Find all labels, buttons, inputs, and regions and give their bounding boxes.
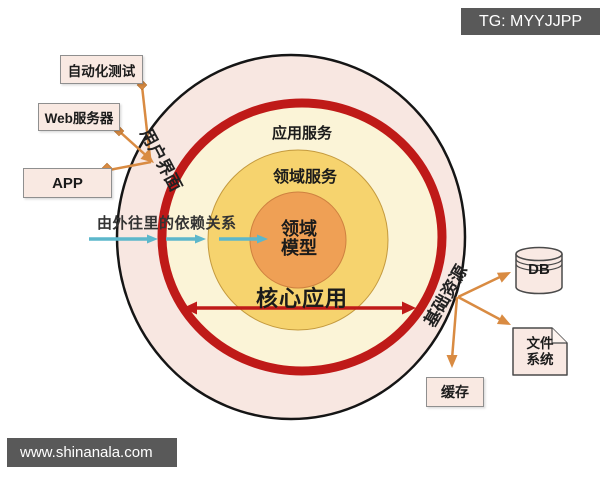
database-cylinder-icon xyxy=(515,246,563,295)
file-system-arrow-head xyxy=(496,314,511,325)
node-automated-testing: 自动化测试 xyxy=(60,55,143,84)
cache-arrow-head xyxy=(446,355,458,368)
telegram-watermark-banner: TG: MYYJJPP xyxy=(461,8,600,35)
dependency-direction-label: 由外往里的依赖关系 xyxy=(97,215,237,232)
core-application-label: 核心应用 xyxy=(255,286,348,311)
domain-model-label: 领域 模型 xyxy=(259,220,339,258)
node-web-server: Web服务器 xyxy=(38,103,120,131)
arrow-left-head xyxy=(183,301,197,315)
file-system-label-line2: 系统 xyxy=(526,351,554,367)
dependency-arrows xyxy=(89,234,268,244)
core-span-arrow xyxy=(183,301,416,315)
telegram-watermark-text: TG: MYYJJPP xyxy=(478,12,583,30)
domain-model-label-line2: 模型 xyxy=(281,238,317,258)
domain-services-label: 领域服务 xyxy=(272,169,337,186)
dependency-arrow-head-1 xyxy=(147,234,158,244)
dependency-arrow-head-3 xyxy=(257,234,268,244)
right-connectors xyxy=(446,272,511,368)
node-cache: 缓存 xyxy=(426,377,484,407)
db-arrow-head xyxy=(496,272,511,283)
node-app: APP xyxy=(23,168,112,198)
db-label: DB xyxy=(528,261,550,278)
arrow-right-head xyxy=(402,301,416,315)
node-web-server-label: Web服务器 xyxy=(44,111,114,126)
file-system-label-line1: 文件 xyxy=(526,336,554,351)
website-watermark-banner: www.shinanala.com xyxy=(7,438,177,467)
node-app-label: APP xyxy=(52,174,83,192)
dependency-arrow-head-2 xyxy=(195,234,206,244)
node-automated-testing-label: 自动化测试 xyxy=(67,63,136,79)
file-document-icon xyxy=(512,327,568,376)
left-connector-arrow-head xyxy=(140,150,154,163)
domain-model-label-line1: 领域 xyxy=(281,219,317,239)
node-cache-label: 缓存 xyxy=(441,384,469,400)
application-services-label: 应用服务 xyxy=(271,125,332,142)
file-system-label: 文件 系统 xyxy=(513,336,567,367)
website-watermark-text: www.shinanala.com xyxy=(20,444,153,461)
